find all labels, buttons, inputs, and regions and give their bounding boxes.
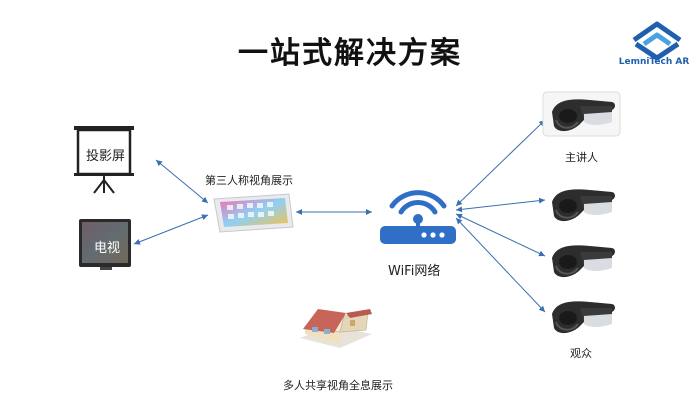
house-model-icon <box>300 309 372 348</box>
audience-label: 观众 <box>570 347 592 360</box>
hologram-caption: 多人共享视角全息展示 <box>283 379 393 392</box>
tablet-icon <box>213 193 294 233</box>
tv-label: 电视 <box>94 241 121 256</box>
arrow-router-headset-1 <box>455 119 546 207</box>
connection-arrows <box>133 119 546 313</box>
lemnitech-logo-icon <box>632 21 682 61</box>
arrow-router-headset-3 <box>455 213 546 257</box>
tv-icon <box>79 219 131 270</box>
vr-headset-icon <box>552 99 615 132</box>
tablet-caption: 第三人称视角展示 <box>205 174 293 187</box>
logo-text: LemniTech AR <box>618 57 690 67</box>
projector-label: 投影屏 <box>86 149 126 164</box>
arrow-router-headset-2 <box>455 197 546 213</box>
projector-screen-icon <box>74 126 134 194</box>
wifi-router-icon <box>380 190 456 244</box>
page-title: 一站式解决方案 <box>238 36 462 71</box>
vr-headset-icon <box>552 301 615 334</box>
arrow-router-headset-4 <box>455 217 546 313</box>
arrow-tablet-tv <box>133 214 209 245</box>
presenter-label: 主讲人 <box>565 151 598 164</box>
vr-headset-icon <box>552 189 615 222</box>
vr-headset-icon <box>552 245 615 278</box>
router-label: WiFi网络 <box>388 264 441 279</box>
arrow-tablet-projector <box>155 159 209 204</box>
